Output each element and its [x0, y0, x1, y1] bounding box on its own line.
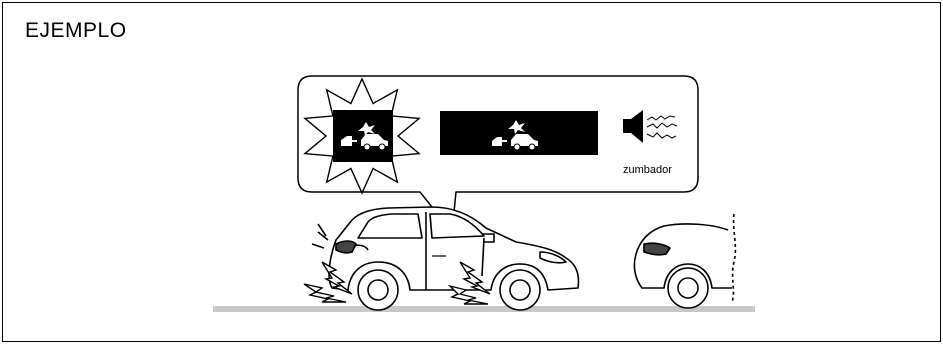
- lead-car: [634, 214, 735, 308]
- collision-display-icon: [440, 111, 598, 155]
- buzzer-label: zumbador: [623, 164, 672, 176]
- road: [213, 306, 755, 312]
- suv-car: [312, 207, 579, 310]
